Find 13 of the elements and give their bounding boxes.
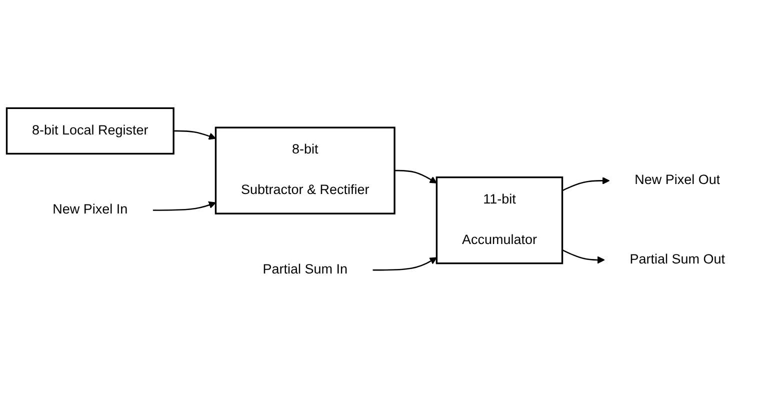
node-text: New Pixel Out	[634, 173, 720, 188]
arrow	[562, 249, 605, 264]
arrow	[152, 201, 216, 211]
node-box: 8-bit Subtractor & Rectifier	[214, 126, 396, 214]
arrow	[562, 176, 610, 192]
arrow	[394, 170, 438, 184]
arrow	[372, 257, 438, 271]
node-text: Partial Sum Out	[630, 252, 725, 267]
node-text: Partial Sum In	[262, 262, 348, 277]
node-box: 8-bit Local Register	[6, 107, 174, 155]
arrow	[174, 130, 216, 140]
node-text: New Pixel In	[52, 202, 128, 217]
node-box: 11-bit Accumulator	[436, 176, 564, 264]
